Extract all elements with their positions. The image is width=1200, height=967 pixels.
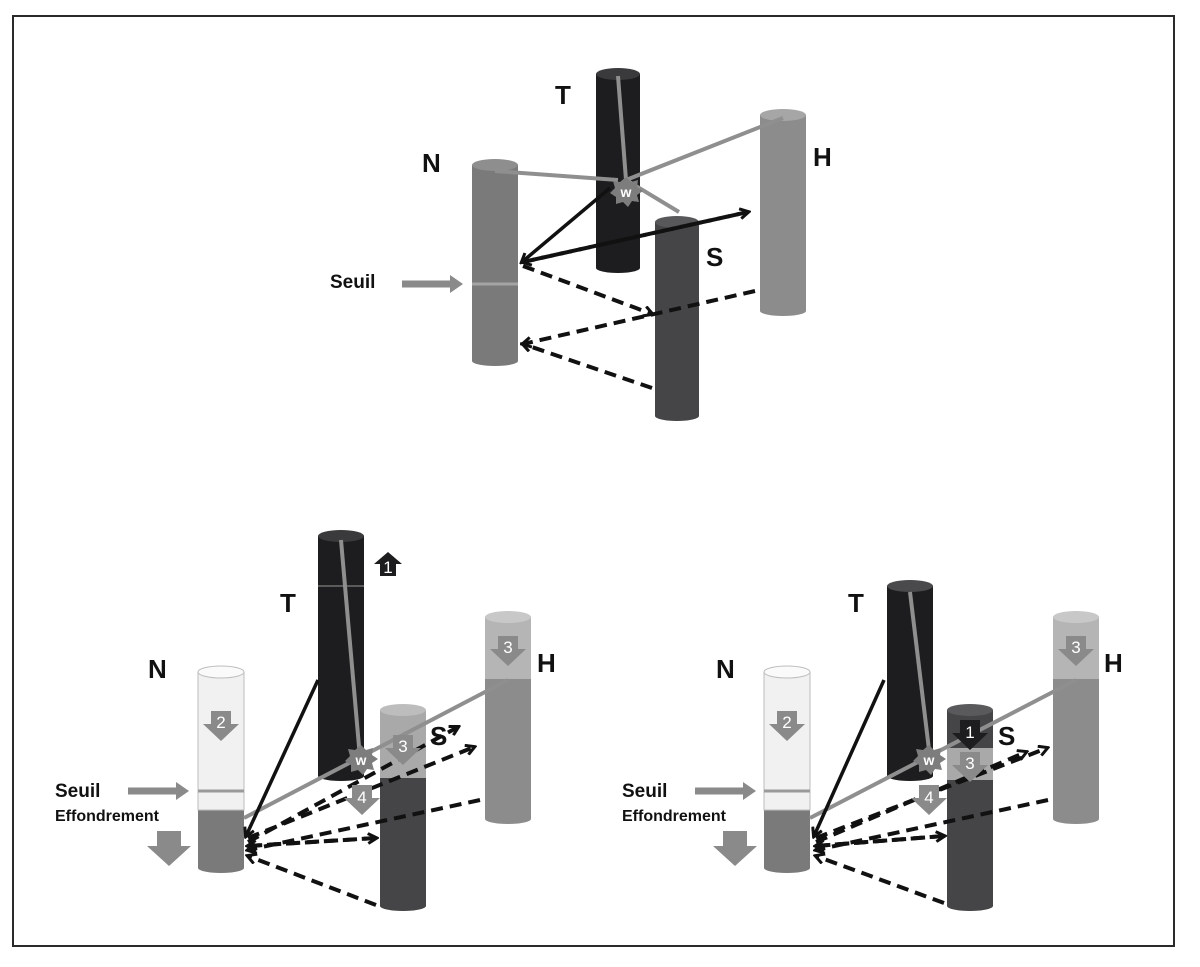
- effondrement-label: Effondrement: [622, 808, 727, 825]
- seuil-label: Seuil: [330, 272, 375, 293]
- w-label: w: [620, 184, 632, 200]
- seuil-arrow: [402, 275, 463, 293]
- seuil-arrow: [128, 782, 189, 800]
- cylinder-H: [760, 109, 806, 316]
- svg-text:1: 1: [965, 723, 974, 742]
- svg-text:2: 2: [782, 713, 791, 732]
- badge-4-down: 4: [911, 785, 947, 815]
- cylinder-T: [596, 68, 640, 273]
- cylinder-N: [197, 665, 245, 873]
- svg-text:3: 3: [503, 638, 512, 657]
- solid-arrow: [814, 679, 886, 836]
- collapse-down-arrow: [147, 831, 191, 866]
- cylinder-N: [472, 159, 518, 366]
- w-burst: w: [345, 745, 378, 775]
- panel-bottom-left: w 1 2 3 3 4: [55, 530, 556, 911]
- label-T: T: [280, 588, 296, 618]
- effondrement-label: Effondrement: [55, 808, 160, 825]
- w-burst: w: [913, 745, 946, 775]
- solid-arrow: [522, 186, 612, 262]
- svg-text:3: 3: [965, 754, 974, 773]
- badge-1-up: 1: [374, 552, 402, 577]
- w-label: w: [923, 752, 935, 768]
- svg-text:3: 3: [398, 737, 407, 756]
- badge-2-down: 2: [769, 711, 805, 741]
- svg-text:1: 1: [383, 558, 392, 577]
- w-label: w: [355, 752, 367, 768]
- projection-lines: [809, 591, 1077, 820]
- seuil-arrow: [695, 782, 756, 800]
- label-H: H: [813, 142, 832, 172]
- cylinder-T: [887, 580, 933, 781]
- w-burst: w: [610, 177, 643, 207]
- projection-lines: [243, 539, 509, 820]
- label-N: N: [148, 654, 167, 684]
- svg-text:4: 4: [357, 788, 366, 807]
- label-S: S: [706, 242, 723, 272]
- label-S: S: [430, 721, 447, 751]
- badge-2-down: 2: [203, 711, 239, 741]
- cylinder-N: [763, 665, 811, 873]
- label-N: N: [422, 148, 441, 178]
- dashed-arrows: [523, 212, 756, 390]
- label-N: N: [716, 654, 735, 684]
- svg-text:4: 4: [924, 788, 933, 807]
- svg-text:2: 2: [216, 713, 225, 732]
- solid-arrow: [246, 679, 320, 836]
- cylinder-S: [655, 216, 699, 421]
- panel-bottom-right: w 1 2 3 3 4: [622, 580, 1123, 911]
- badge-3-down-H: 3: [490, 636, 526, 666]
- seuil-label: Seuil: [622, 781, 667, 802]
- panel-top: w Seuil T N H S: [330, 68, 832, 421]
- label-S: S: [998, 721, 1015, 751]
- label-T: T: [848, 588, 864, 618]
- label-T: T: [555, 80, 571, 110]
- label-H: H: [1104, 648, 1123, 678]
- figure-frame: [12, 15, 1175, 947]
- badge-4-down: 4: [344, 785, 380, 815]
- badge-3-down-S: 3: [952, 752, 988, 782]
- svg-text:3: 3: [1071, 638, 1080, 657]
- seuil-label: Seuil: [55, 781, 100, 802]
- badge-1-down: 1: [952, 720, 988, 750]
- collapse-down-arrow: [713, 831, 757, 866]
- label-H: H: [537, 648, 556, 678]
- badge-3-down-H: 3: [1058, 636, 1094, 666]
- badge-3-down-S: 3: [385, 735, 421, 765]
